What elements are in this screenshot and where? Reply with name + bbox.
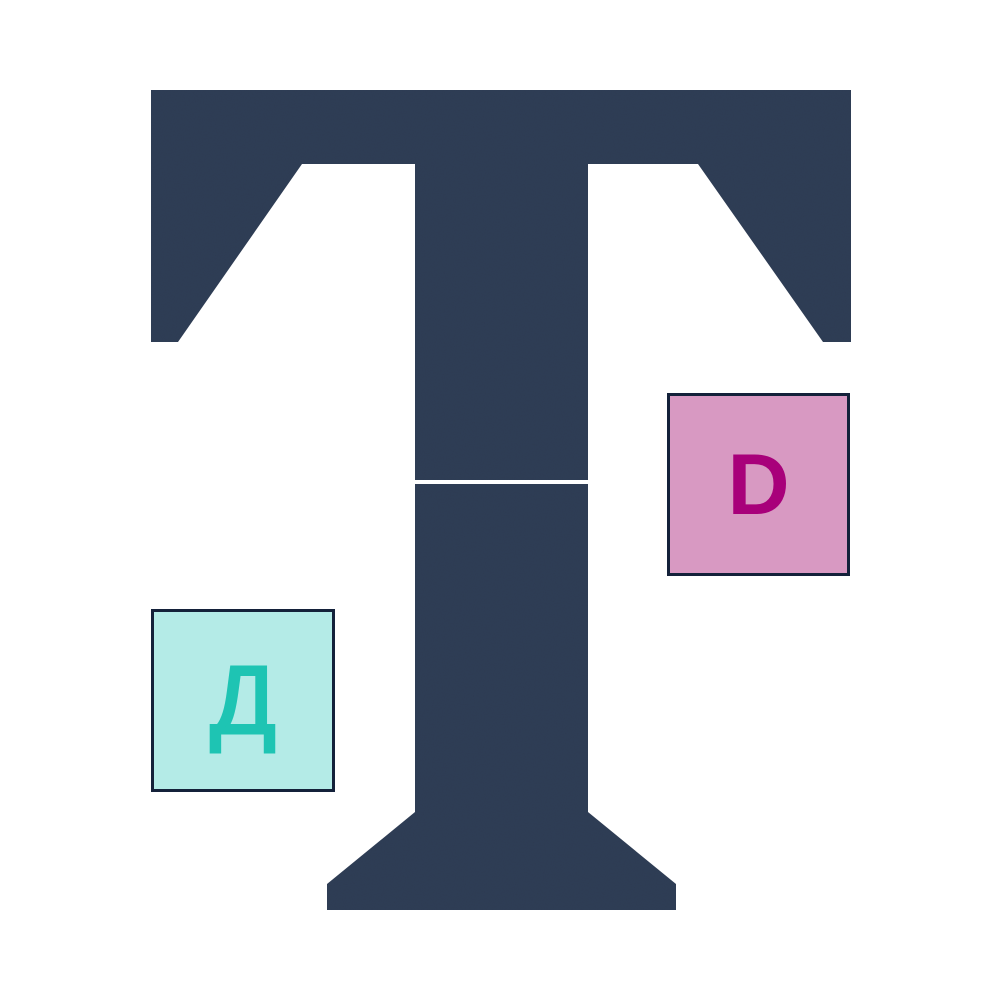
latin-letter-tile: D bbox=[667, 393, 850, 576]
t-glyph-shape bbox=[151, 90, 851, 910]
cyrillic-letter-de: Д bbox=[209, 646, 277, 754]
cyrillic-letter-tile: Д bbox=[151, 609, 335, 792]
stem-divider-line bbox=[415, 480, 588, 484]
latin-letter-d: D bbox=[727, 436, 790, 533]
